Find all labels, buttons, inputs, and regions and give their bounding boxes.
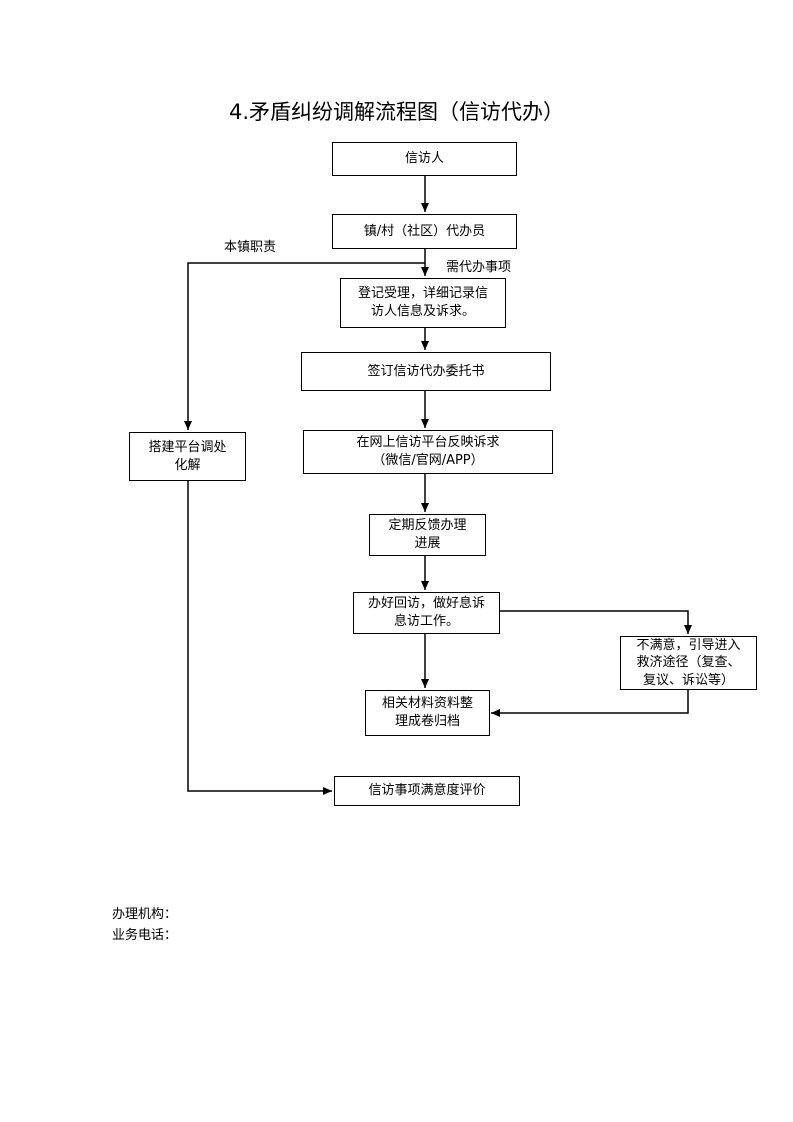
node-feedback: 定期反馈办理 进展	[369, 514, 486, 556]
node-visit: 办好回访，做好息诉 息访工作。	[353, 592, 500, 634]
page-title: 4.矛盾纠纷调解流程图（信访代办）	[228, 100, 565, 124]
node-feedback-label: 定期反馈办理 进展	[388, 518, 467, 551]
footer-phone: 业务电话：	[112, 928, 178, 943]
footer-org: 办理机构：	[112, 907, 178, 922]
node-register: 登记受理，详细记录信 访人信息及诉求。	[340, 278, 506, 328]
node-platform-label: 搭建平台调处 化解	[148, 439, 227, 473]
node-evaluate: 信访事项满意度评价	[334, 776, 520, 806]
node-evaluate-label: 信访事项满意度评价	[368, 783, 486, 799]
node-archive: 相关材料资料整 理成卷归档	[365, 690, 490, 736]
edge-unsatisfied-archive	[491, 690, 689, 717]
node-unsatisfied-label: 不满意，引导进入 救济途径（复查、 复议、诉讼等）	[636, 637, 741, 688]
node-online: 在网上信访平台反映诉求 （微信/官网/APP）	[303, 430, 553, 474]
node-archive-label: 相关材料资料整 理成卷归档	[381, 696, 473, 729]
edge-agent-platform	[184, 262, 425, 430]
node-agent: 镇/村（社区）代办员	[332, 214, 517, 249]
label-town-duty: 本镇职责	[224, 240, 277, 255]
node-visit-label: 办好回访，做好息诉 息访工作。	[367, 596, 485, 629]
node-platform: 搭建平台调处 化解	[129, 432, 246, 481]
node-register-label: 登记受理，详细记录信 访人信息及诉求。	[357, 286, 488, 319]
node-sign-label: 签订信访代办委托书	[367, 363, 485, 379]
edge-platform-evaluate	[187, 481, 332, 795]
node-petitioner-label: 信访人	[404, 151, 444, 167]
node-sign: 签订信访代办委托书	[301, 352, 551, 391]
edge-visit-unsatisfied	[500, 610, 692, 634]
label-need-agent: 需代办事项	[446, 260, 512, 275]
node-unsatisfied: 不满意，引导进入 救济途径（复查、 复议、诉讼等）	[620, 636, 757, 690]
node-agent-label: 镇/村（社区）代办员	[363, 223, 486, 239]
node-petitioner: 信访人	[332, 142, 517, 176]
node-online-label: 在网上信访平台反映诉求 （微信/官网/APP）	[356, 435, 500, 468]
